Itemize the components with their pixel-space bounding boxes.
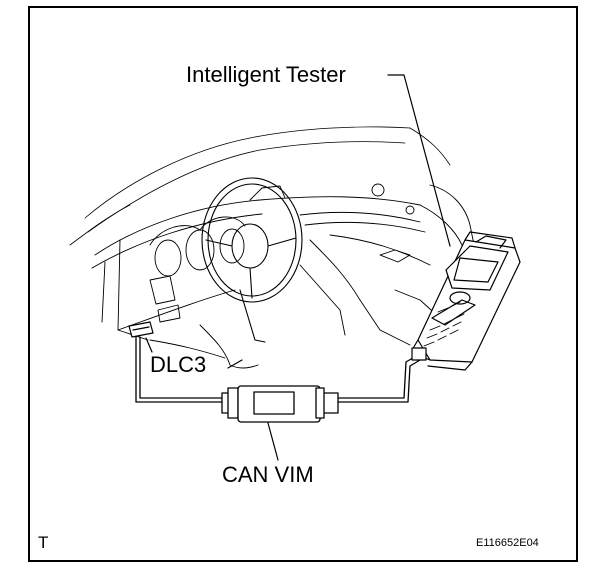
dlc3-cable xyxy=(135,336,227,403)
dashboard-outline xyxy=(91,183,463,359)
corner-mark: T xyxy=(38,533,49,552)
intelligent-tester-device xyxy=(411,231,521,371)
instrument-cluster xyxy=(149,216,246,323)
can-vim-label: CAN VIM xyxy=(222,462,314,487)
tester-cable xyxy=(337,355,421,403)
can-vim-module xyxy=(221,385,339,423)
windshield-lines xyxy=(69,126,451,246)
figure-frame xyxy=(28,6,578,562)
intelligent-tester-label: Intelligent Tester xyxy=(186,62,346,87)
tester-keypad xyxy=(423,301,465,347)
leader-lines xyxy=(145,74,451,461)
dlc3-label: DLC3 xyxy=(150,352,207,377)
steering-wheel xyxy=(201,177,303,343)
dlc3-connector xyxy=(128,321,154,338)
figure-code: E116652E04 xyxy=(476,537,539,549)
